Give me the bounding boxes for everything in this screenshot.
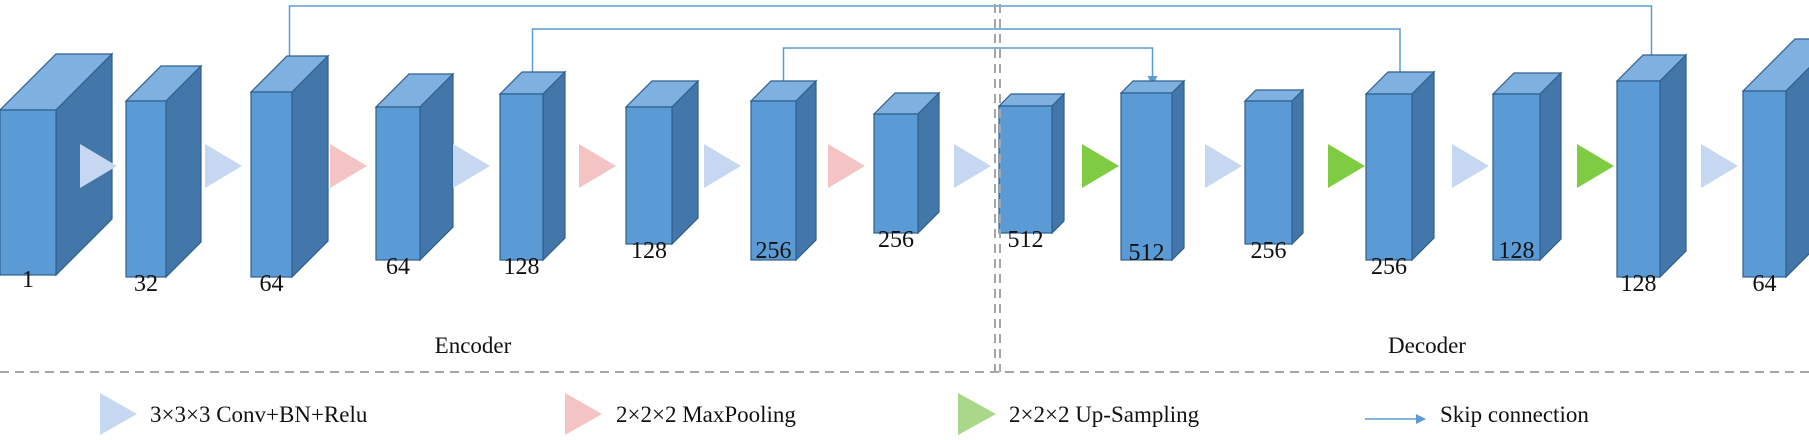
block-side-face bbox=[1171, 79, 1185, 262]
feature-block: 512 bbox=[997, 92, 1066, 253]
block-side-face bbox=[917, 91, 940, 235]
feature-block: 128 bbox=[1615, 53, 1688, 297]
block-channel-label: 64 bbox=[386, 254, 410, 280]
legend-conv-icon bbox=[100, 393, 137, 435]
conv-arrow bbox=[1205, 144, 1242, 188]
skip-connection-arrow bbox=[531, 28, 1405, 83]
upsample-arrow bbox=[1577, 144, 1614, 188]
block-channel-label: 256 bbox=[1371, 254, 1407, 280]
block-side-face bbox=[1051, 92, 1065, 235]
block-channel-label: 128 bbox=[1621, 271, 1657, 297]
upsample-arrow bbox=[1082, 144, 1119, 188]
feature-block: 64 bbox=[1741, 38, 1809, 297]
legend-upsample-label: 2×2×2 Up-Sampling bbox=[1009, 402, 1200, 427]
maxpool-arrow bbox=[828, 144, 865, 188]
feature-block: 256 bbox=[749, 79, 818, 264]
block-side-face bbox=[795, 79, 817, 262]
block-side-face bbox=[671, 79, 699, 246]
block-side-face bbox=[419, 72, 454, 262]
block-side-face bbox=[1659, 53, 1687, 279]
block-front-face bbox=[499, 93, 544, 261]
block-channel-label: 64 bbox=[260, 271, 284, 297]
block-channel-label: 256 bbox=[878, 227, 914, 253]
block-channel-label: 512 bbox=[1008, 227, 1044, 253]
block-side-face bbox=[291, 54, 329, 279]
feature-block: 64 bbox=[374, 72, 455, 280]
legend: 3×3×3 Conv+BN+Relu 2×2×2 MaxPooling 2×2×… bbox=[100, 393, 1589, 435]
conv-arrow bbox=[80, 144, 117, 188]
block-front-face bbox=[1492, 93, 1541, 261]
legend-conv-label: 3×3×3 Conv+BN+Relu bbox=[150, 402, 368, 427]
feature-block: 256 bbox=[872, 91, 941, 253]
block-front-face bbox=[1244, 100, 1293, 245]
feature-block: 256 bbox=[1364, 70, 1436, 280]
block-front-face bbox=[250, 91, 293, 278]
block-side-face bbox=[542, 70, 566, 262]
block-channel-label: 256 bbox=[756, 238, 792, 264]
conv-arrow bbox=[1701, 144, 1738, 188]
block-side-face bbox=[165, 64, 202, 279]
block-side-face bbox=[1291, 88, 1304, 246]
decoder-label: Decoder bbox=[1388, 333, 1466, 358]
operation-arrows bbox=[80, 144, 1738, 188]
legend-maxpool-icon bbox=[565, 393, 602, 435]
feature-block: 128 bbox=[1491, 71, 1563, 264]
conv-arrow bbox=[704, 144, 741, 188]
block-front-face bbox=[998, 105, 1053, 234]
conv-arrow bbox=[1452, 144, 1489, 188]
feature-block: 128 bbox=[498, 70, 567, 280]
block-side-face bbox=[1539, 71, 1562, 262]
block-front-face bbox=[0, 109, 57, 276]
block-channel-label: 128 bbox=[1499, 238, 1535, 264]
block-front-face bbox=[375, 106, 421, 261]
upsample-arrow bbox=[1328, 144, 1365, 188]
block-front-face bbox=[1365, 93, 1413, 261]
block-front-face bbox=[1616, 80, 1661, 278]
block-front-face bbox=[873, 113, 919, 234]
conv-arrow bbox=[453, 144, 490, 188]
block-channel-label: 128 bbox=[631, 238, 667, 264]
block-front-face bbox=[125, 100, 167, 278]
feature-block: 32 bbox=[124, 64, 203, 297]
conv-arrow bbox=[954, 144, 991, 188]
feature-block: 512 bbox=[1119, 79, 1186, 266]
feature-block: 64 bbox=[249, 54, 330, 297]
block-channel-label: 256 bbox=[1251, 238, 1287, 264]
block-channel-label: 1 bbox=[22, 267, 34, 293]
block-front-face bbox=[1120, 92, 1173, 261]
block-front-face bbox=[750, 100, 797, 261]
feature-block: 128 bbox=[624, 79, 700, 264]
skip-connection-arrow bbox=[288, 5, 1657, 74]
conv-arrow bbox=[205, 144, 242, 188]
block-side-face bbox=[1411, 70, 1435, 262]
block-channel-label: 128 bbox=[504, 254, 540, 280]
legend-skip-label: Skip connection bbox=[1440, 402, 1589, 427]
block-channel-label: 32 bbox=[134, 271, 158, 297]
block-channel-label: 512 bbox=[1129, 240, 1165, 266]
block-front-face bbox=[625, 106, 673, 245]
skip-connection-arrow bbox=[782, 47, 1158, 91]
maxpool-arrow bbox=[579, 144, 616, 188]
feature-block: 256 bbox=[1243, 88, 1305, 264]
legend-maxpool-label: 2×2×2 MaxPooling bbox=[616, 402, 796, 427]
block-front-face bbox=[1742, 90, 1787, 278]
feature-blocks: 1 32 64 64 128 128 256 256 512 512 256 256 128 128 64 bbox=[0, 38, 1809, 297]
skip-connections bbox=[288, 5, 1657, 91]
block-channel-label: 64 bbox=[1753, 271, 1777, 297]
legend-upsample-icon bbox=[958, 393, 996, 435]
maxpool-arrow bbox=[330, 144, 367, 188]
encoder-label: Encoder bbox=[435, 333, 512, 358]
